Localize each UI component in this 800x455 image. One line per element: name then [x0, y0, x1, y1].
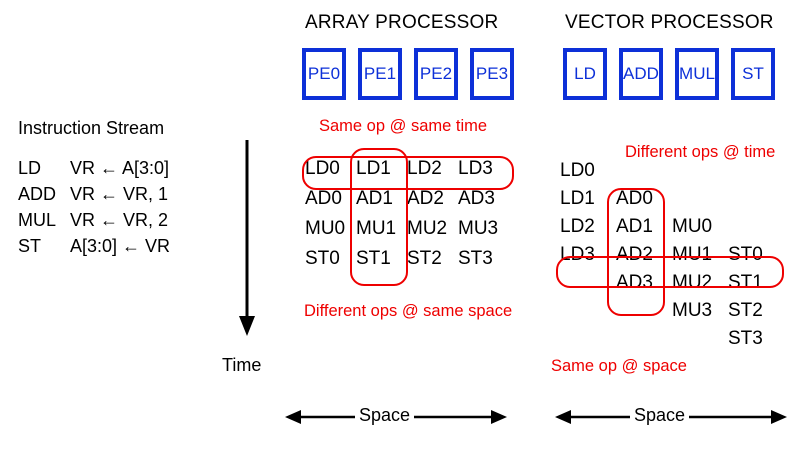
array-grid-cell: ST0 [305, 248, 340, 269]
instruction-row: ADD VR ← VR, 1 [18, 184, 168, 205]
unit-label: PE2 [419, 64, 453, 83]
array-grid-cell: ST2 [407, 248, 442, 269]
vector-grid-cell: ST3 [728, 328, 763, 349]
vector-space-label: Space [630, 405, 690, 426]
vector-grid-cell: AD3 [616, 272, 653, 293]
array-grid-cell: LD3 [458, 158, 493, 179]
array-grid-cell: MU2 [407, 218, 448, 239]
unit-label: PE3 [475, 64, 509, 83]
array-unit-pe2[interactable]: PE2 [414, 48, 458, 100]
vector-grid-cell: AD2 [616, 244, 653, 265]
vector-processor-title: VECTOR PROCESSOR [565, 12, 774, 33]
instruction-operands: VR ← A[3:0] [70, 158, 170, 178]
vector-grid-cell: AD0 [616, 188, 653, 209]
vector-grid-cell: MU2 [672, 272, 713, 293]
instruction-opcode: MUL [18, 210, 57, 230]
array-grid-cell: MU3 [458, 218, 499, 239]
array-processor-title: ARRAY PROCESSOR [305, 12, 499, 33]
vector-grid-cell: ST2 [728, 300, 763, 321]
array-grid-cell: AD3 [458, 188, 495, 209]
vector-grid-cell: MU3 [672, 300, 713, 321]
array-note-same-op-same-time: Same op @ same time [319, 117, 488, 135]
vector-note-diff-ops-time: Different ops @ time [625, 143, 776, 161]
vector-unit-ld[interactable]: LD [563, 48, 607, 100]
instruction-operands: A[3:0] ← VR [70, 236, 171, 256]
time-axis-label: Time [222, 355, 262, 375]
vector-grid-cell: LD2 [560, 216, 595, 237]
unit-label: PE1 [363, 64, 397, 83]
vector-grid-cell: MU1 [672, 244, 713, 265]
vector-note-same-op-space: Same op @ space [551, 357, 687, 375]
vector-grid-cell: LD1 [560, 188, 595, 209]
array-grid-cell: AD1 [356, 188, 393, 209]
array-grid-cell: ST1 [356, 248, 391, 269]
array-grid-cell: ST3 [458, 248, 493, 269]
instruction-opcode: LD [18, 158, 42, 178]
instruction-opcode: ST [18, 236, 42, 256]
vector-unit-add[interactable]: ADD [619, 48, 663, 100]
vector-grid-cell: ST0 [728, 244, 763, 265]
array-space-label: Space [355, 405, 415, 426]
unit-label: MUL [679, 64, 715, 83]
array-grid-cell: AD2 [407, 188, 444, 209]
vector-unit-mul[interactable]: MUL [675, 48, 719, 100]
instruction-opcode: ADD [18, 184, 57, 204]
instruction-row: ST A[3:0] ← VR [18, 236, 170, 257]
time-axis-arrow [232, 140, 262, 340]
unit-label: ADD [623, 64, 659, 83]
instruction-stream-title: Instruction Stream [18, 118, 165, 138]
array-unit-pe3[interactable]: PE3 [470, 48, 514, 100]
array-grid-cell: MU1 [356, 218, 397, 239]
unit-label: PE0 [307, 64, 341, 83]
array-grid-cell: LD2 [407, 158, 442, 179]
vector-grid-cell: LD0 [560, 160, 595, 181]
instruction-operands: VR ← VR, 2 [70, 210, 169, 230]
array-unit-pe0[interactable]: PE0 [302, 48, 346, 100]
unit-label: LD [574, 64, 596, 83]
vector-grid-cell: ST1 [728, 272, 763, 293]
array-unit-pe1[interactable]: PE1 [358, 48, 402, 100]
vector-grid-cell: LD3 [560, 244, 595, 265]
instruction-operands: VR ← VR, 1 [70, 184, 169, 204]
instruction-row: LD VR ← A[3:0] [18, 158, 169, 179]
vector-grid-cell: MU0 [672, 216, 713, 237]
array-grid-cell: MU0 [305, 218, 346, 239]
unit-label: ST [742, 64, 764, 83]
vector-unit-st[interactable]: ST [731, 48, 775, 100]
array-grid-cell: LD0 [305, 158, 340, 179]
array-grid-cell: AD0 [305, 188, 342, 209]
array-note-diff-ops-same-space: Different ops @ same space [304, 302, 513, 320]
instruction-row: MUL VR ← VR, 2 [18, 210, 168, 231]
vector-grid-cell: AD1 [616, 216, 653, 237]
array-grid-cell: LD1 [356, 158, 391, 179]
